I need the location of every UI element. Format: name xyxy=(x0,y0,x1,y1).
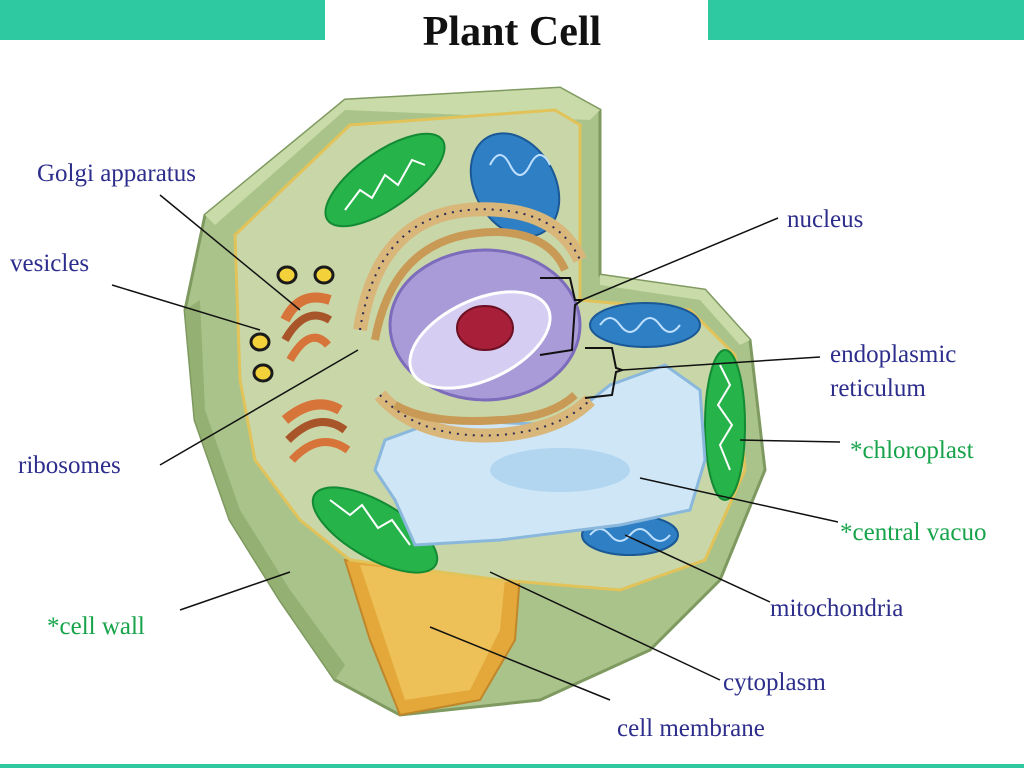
label-cell-membrane: cell membrane xyxy=(617,715,765,742)
label-er-line1: endoplasmic xyxy=(830,341,957,368)
chloroplast xyxy=(311,132,746,574)
label-vesicles: vesicles xyxy=(10,250,90,277)
vesicles xyxy=(249,265,335,383)
golgi-apparatus xyxy=(280,292,351,463)
label-cytoplasm: cytoplasm xyxy=(723,669,826,696)
label-golgi-apparatus: Golgi apparatus xyxy=(37,160,196,187)
top-banner-right xyxy=(708,0,1024,40)
label-ribosomes: ribosomes xyxy=(18,452,121,479)
label-cell-wall: *cell wall xyxy=(47,613,145,640)
label-nucleus: nucleus xyxy=(787,206,864,233)
top-banner-left xyxy=(0,0,325,40)
page-title: Plant Cell xyxy=(422,9,602,55)
leader-lines xyxy=(111,194,841,701)
bottom-rule xyxy=(0,764,1024,768)
nucleus xyxy=(388,248,582,402)
label-central-vacuole: *central vacuo xyxy=(840,519,987,546)
endoplasmic-reticulum xyxy=(353,202,595,443)
label-chloroplast: *chloroplast xyxy=(850,437,974,464)
nucleolus xyxy=(456,305,514,351)
label-er-line2: reticulum xyxy=(830,375,926,402)
label-mitochondria: mitochondria xyxy=(770,595,904,622)
